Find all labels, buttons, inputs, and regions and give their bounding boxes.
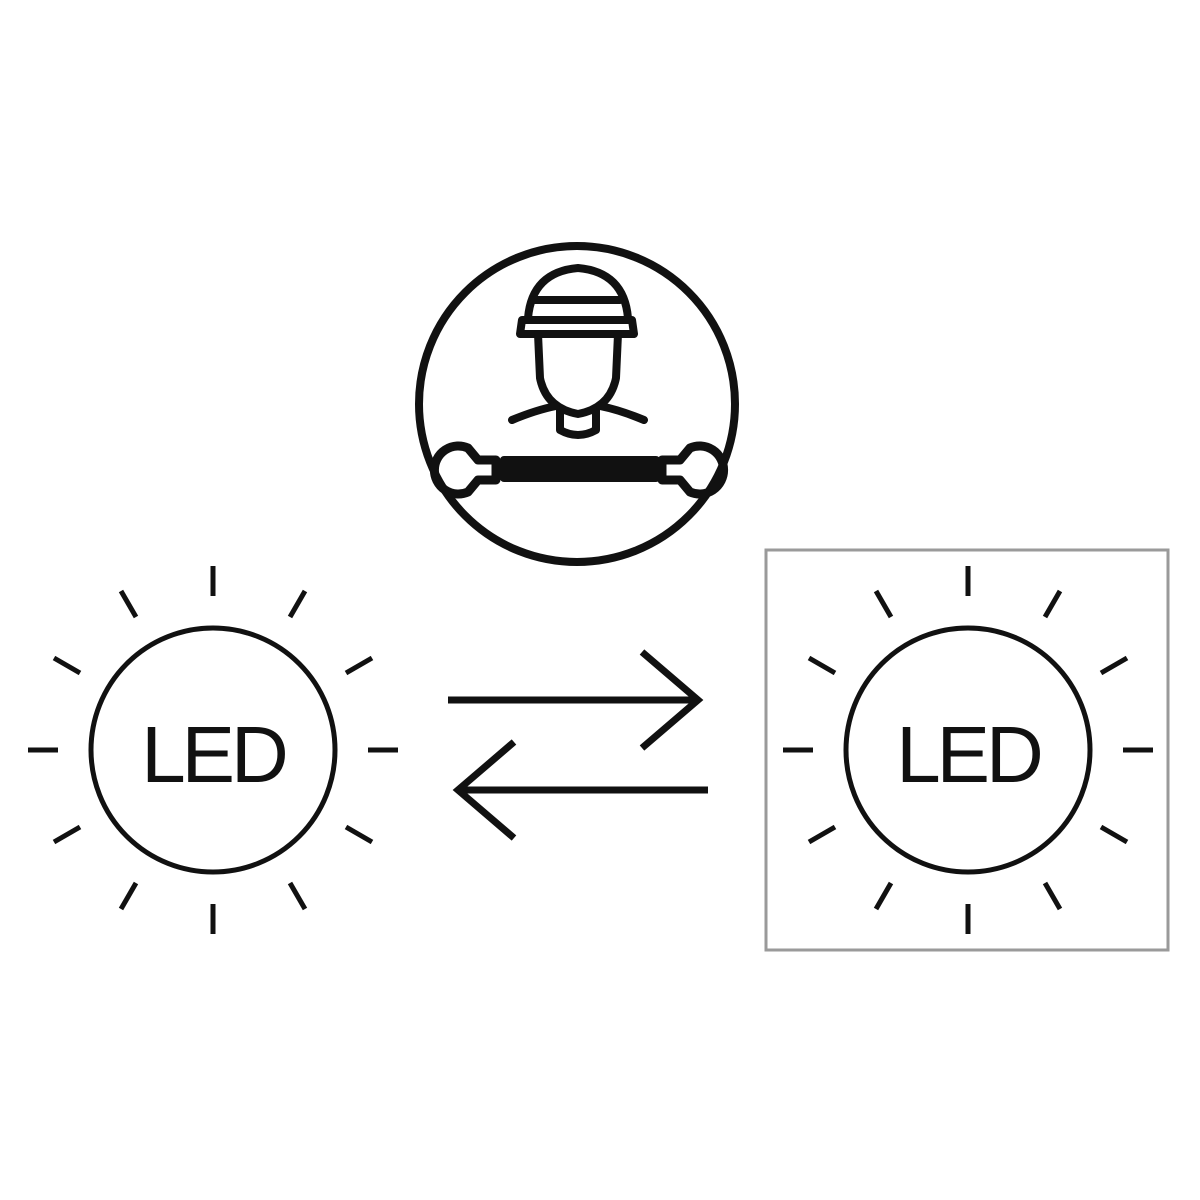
led-bulb-left-label: LED <box>141 710 285 799</box>
technician-badge-ring <box>415 242 739 566</box>
led-bulb-right: LED <box>764 548 1170 952</box>
arrow-left <box>452 739 708 841</box>
led-bulb-right-ring <box>843 625 1093 875</box>
technician-badge <box>415 242 739 566</box>
led-bulb-right-label: LED <box>896 710 1040 799</box>
led-bulb-right-rays <box>783 566 1153 934</box>
swap-arrows-icon <box>448 649 708 841</box>
wrench-icon <box>429 441 729 499</box>
led-bulb-left: LED <box>28 566 398 934</box>
arrow-right <box>448 649 704 751</box>
led-bulb-left-rays <box>28 566 398 934</box>
technician-icon <box>508 264 648 439</box>
led-bulb-left-ring <box>88 625 338 875</box>
led-bulb-right-frame <box>764 548 1170 952</box>
